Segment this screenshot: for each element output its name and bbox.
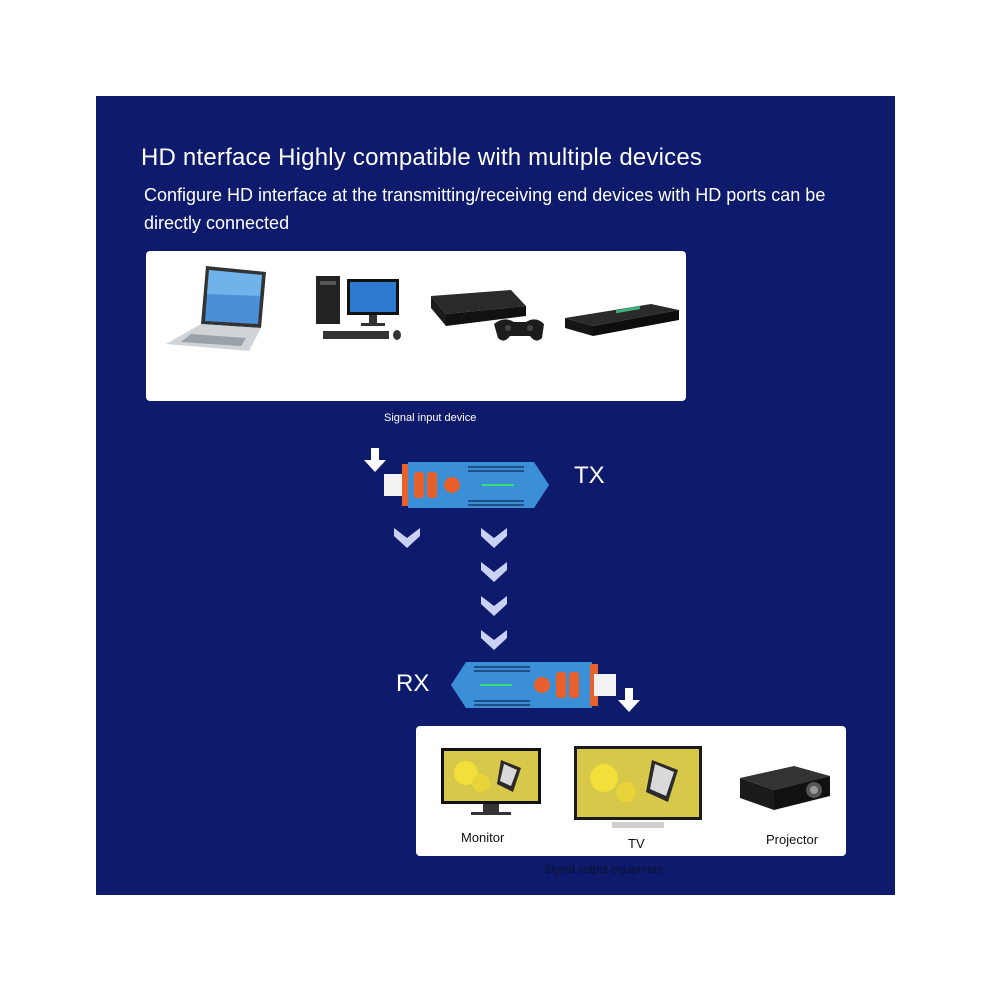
signal-arrow-icon xyxy=(481,596,507,616)
page-title: HD nterface Highly compatible with multi… xyxy=(141,144,703,171)
page-subtitle: Configure HD interface at the transmitti… xyxy=(144,185,826,233)
output-label: Signal output equipment xyxy=(544,864,663,876)
projector-caption: Projector xyxy=(766,832,819,847)
tv-caption: TV xyxy=(628,836,645,851)
game-console-icon xyxy=(431,290,544,341)
signal-arrow-icon xyxy=(481,630,507,650)
input-label: Signal input device xyxy=(384,412,477,424)
signal-arrow-icon xyxy=(481,528,507,548)
input-devices-box xyxy=(146,251,686,401)
tx-label: TX xyxy=(574,462,605,489)
watermark xyxy=(336,496,356,556)
signal-arrow-icon xyxy=(394,528,420,548)
down-arrow-icon xyxy=(618,688,640,712)
output-devices-box: Monitor TV Projector xyxy=(416,726,846,856)
laptop-icon xyxy=(166,266,266,351)
down-arrow-icon xyxy=(364,448,386,472)
product-panel: HD nterface Highly compatible with multi… xyxy=(96,96,895,895)
desktop-pc-icon xyxy=(316,276,401,340)
set-top-box-icon xyxy=(565,304,679,336)
monitor-caption: Monitor xyxy=(461,830,505,845)
signal-arrow-icon xyxy=(481,562,507,582)
rx-dongle xyxy=(451,662,616,708)
rx-label: RX xyxy=(396,670,430,697)
tx-dongle xyxy=(384,462,549,508)
monitor-icon xyxy=(441,748,541,815)
projector-icon xyxy=(740,766,830,810)
tv-icon xyxy=(574,746,702,828)
